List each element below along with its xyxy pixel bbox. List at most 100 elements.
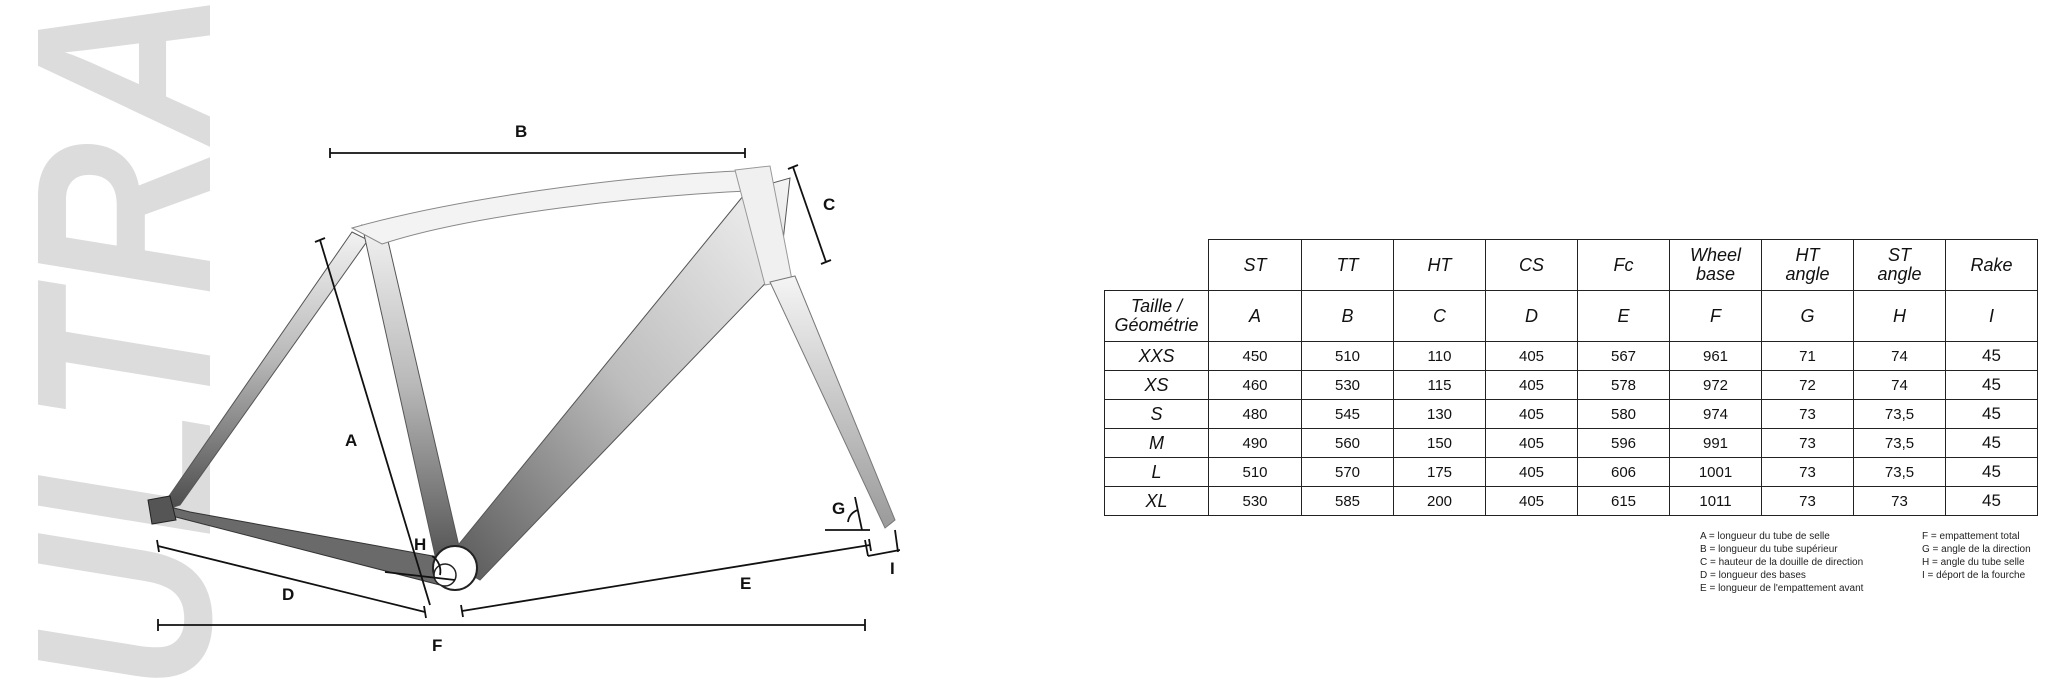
value-cell: 45 [1945,486,2038,516]
value-cell: 73 [1761,457,1854,487]
value-cell: 567 [1577,341,1670,371]
legend-item: F = empattement total [1922,531,2020,542]
value-cell: 480 [1208,399,1302,429]
dim-label-f: F [432,636,442,655]
legend-item: A = longueur du tube de selle [1700,531,1830,542]
legend-left-column: A = longueur du tube de selle B = longue… [1700,530,1930,595]
header-rake: Rake [1945,239,2038,291]
value-cell: 578 [1577,370,1670,400]
value-cell: 45 [1945,428,2038,458]
value-cell: 73,5 [1853,399,1946,429]
value-cell: 961 [1669,341,1762,371]
value-cell: 405 [1485,399,1578,429]
value-cell: 115 [1393,370,1486,400]
legend-item: I = déport de la fourche [1922,570,2026,581]
value-cell: 570 [1301,457,1394,487]
value-cell: 73 [1761,486,1854,516]
value-cell: 200 [1393,486,1486,516]
value-cell: 530 [1301,370,1394,400]
legend-item: G = angle de la direction [1922,544,2031,555]
watermark-ultra: ULTRA [0,0,263,690]
bike-frame [147,165,896,591]
legend-item: C = hauteur de la douille de direction [1700,557,1864,568]
value-cell: 73 [1853,486,1946,516]
letter-h: H [1853,290,1946,342]
value-cell: 405 [1485,428,1578,458]
value-cell: 73,5 [1853,428,1946,458]
value-cell: 530 [1208,486,1302,516]
value-cell: 606 [1577,457,1670,487]
value-cell: 73 [1761,428,1854,458]
dimension-lines [156,148,900,631]
value-cell: 45 [1945,457,2038,487]
header-ht: HT [1393,239,1486,291]
size-cell: S [1104,399,1209,429]
value-cell: 405 [1485,486,1578,516]
dim-label-a: A [345,431,357,450]
letter-c: C [1393,290,1486,342]
legend-item: D = longueur des bases [1700,570,1806,581]
dim-label-b: B [515,122,527,141]
value-cell: 45 [1945,399,2038,429]
value-cell: 45 [1945,370,2038,400]
value-cell: 130 [1393,399,1486,429]
header-tt: TT [1301,239,1394,291]
size-cell: XL [1104,486,1209,516]
size-cell: L [1104,457,1209,487]
value-cell: 560 [1301,428,1394,458]
value-cell: 460 [1208,370,1302,400]
dim-label-c: C [823,195,835,214]
table-letters-row: Taille /Géométrie A B C D E F G H I [1104,290,2038,342]
letter-a: A [1208,290,1302,342]
dim-label-g: G [832,499,845,518]
frame-geometry-diagram: ULTRA [0,0,900,690]
letter-e: E [1577,290,1670,342]
value-cell: 510 [1208,457,1302,487]
value-cell: 74 [1853,341,1946,371]
header-fc: Fc [1577,239,1670,291]
value-cell: 580 [1577,399,1670,429]
value-cell: 972 [1669,370,1762,400]
value-cell: 615 [1577,486,1670,516]
size-cell: XS [1104,370,1209,400]
value-cell: 405 [1485,457,1578,487]
value-cell: 72 [1761,370,1854,400]
dim-label-h: H [414,535,426,554]
value-cell: 545 [1301,399,1394,429]
dim-label-i: I [890,559,895,578]
value-cell: 405 [1485,341,1578,371]
header-st: ST [1208,239,1302,291]
letter-i: I [1945,290,2038,342]
legend-item: H = angle du tube selle [1922,557,2025,568]
legend-item: E = longueur de l'empattement avant [1700,583,1864,594]
value-cell: 45 [1945,341,2038,371]
row-label-taille: Taille /Géométrie [1104,290,1209,342]
legend-item: B = longueur du tube supérieur [1700,544,1838,555]
value-cell: 110 [1393,341,1486,371]
value-cell: 974 [1669,399,1762,429]
value-cell: 450 [1208,341,1302,371]
dim-label-d: D [282,585,294,604]
header-cs: CS [1485,239,1578,291]
value-cell: 71 [1761,341,1854,371]
value-cell: 585 [1301,486,1394,516]
value-cell: 74 [1853,370,1946,400]
value-cell: 150 [1393,428,1486,458]
value-cell: 405 [1485,370,1578,400]
value-cell: 1001 [1669,457,1762,487]
size-cell: M [1104,428,1209,458]
letter-f: F [1669,290,1762,342]
letter-b: B [1301,290,1394,342]
letter-d: D [1485,290,1578,342]
